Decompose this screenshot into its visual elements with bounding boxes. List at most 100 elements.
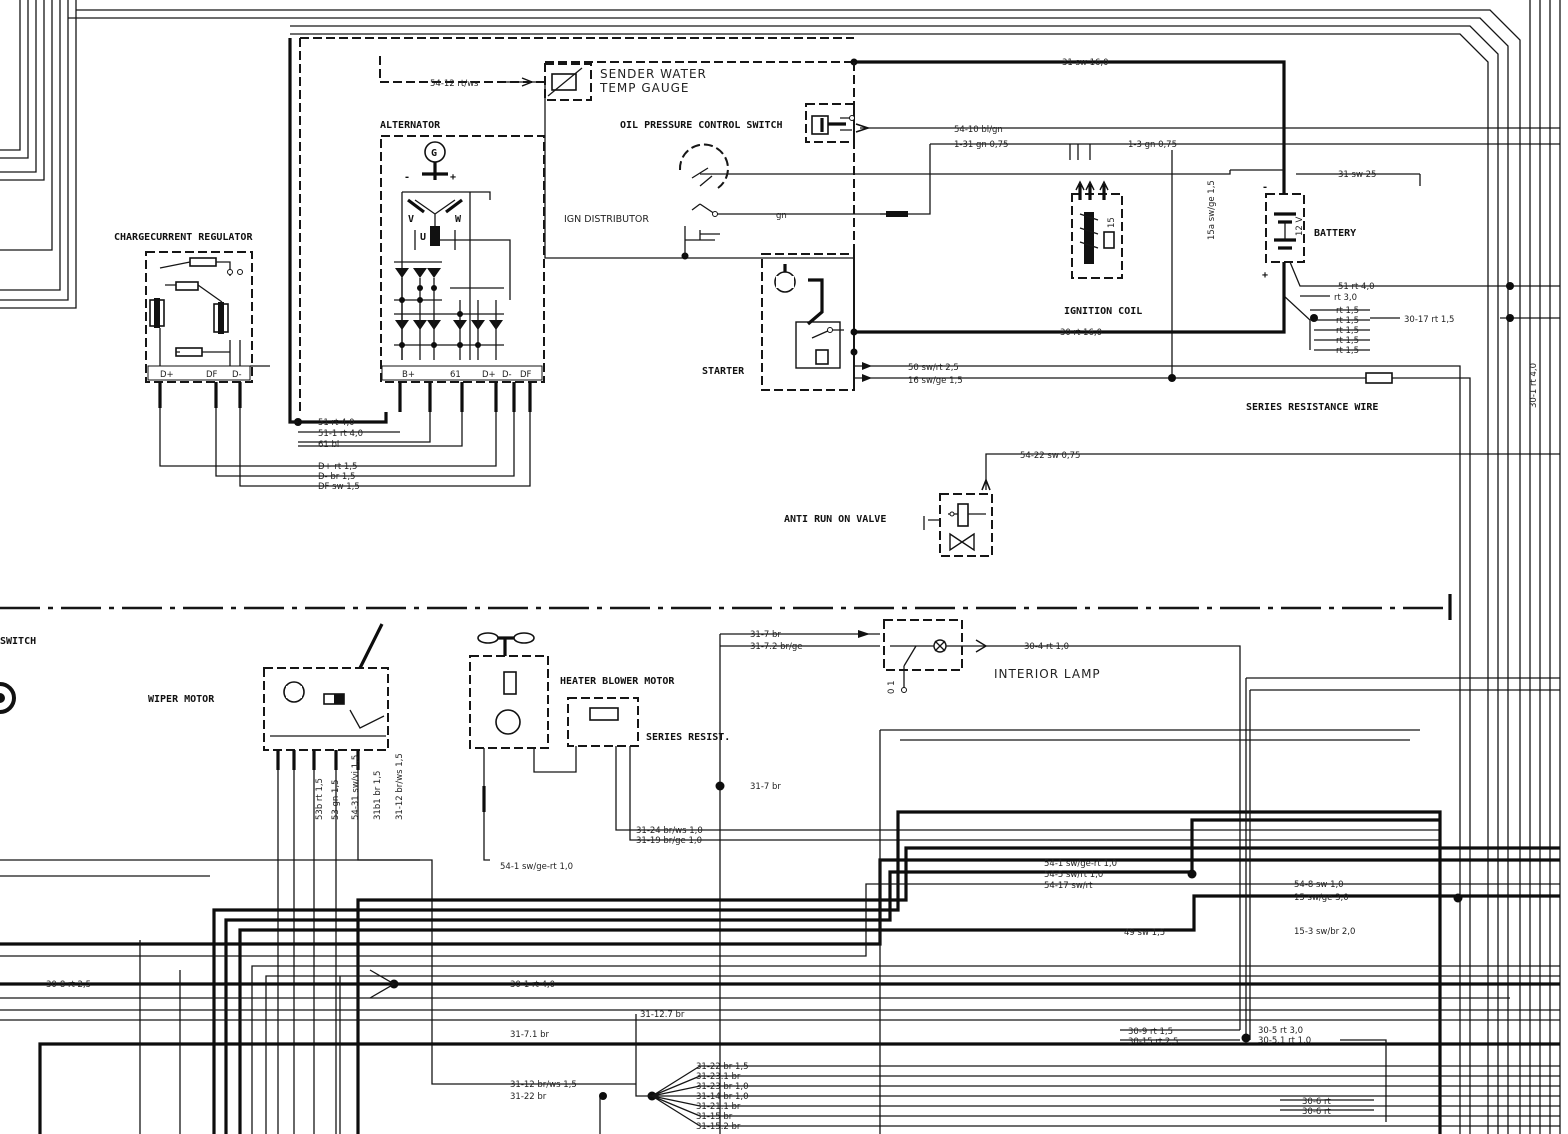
svg-text:0 1: 0 1: [887, 680, 897, 694]
svg-text:31-12 br/ws 1,5: 31-12 br/ws 1,5: [510, 1080, 577, 1090]
svg-text:DF: DF: [520, 370, 532, 380]
svg-text:53b rt 1,5: 53b rt 1,5: [315, 778, 325, 820]
svg-text:DF: DF: [206, 370, 218, 380]
svg-text:30-6 rt: 30-6 rt: [1302, 1097, 1331, 1107]
starter: [761, 253, 1471, 1134]
label-sender-2: TEMP GAUGE: [599, 81, 690, 95]
svg-text:61: 61: [450, 370, 461, 380]
svg-text:54-1 sw/ge-rt 1,0: 54-1 sw/ge-rt 1,0: [500, 862, 573, 872]
svg-text:rt 1,5: rt 1,5: [1336, 316, 1359, 326]
svg-text:30-5 rt 3,0: 30-5 rt 3,0: [1258, 1026, 1303, 1036]
svg-text:-: -: [1262, 182, 1268, 193]
label-series-resist: SERIES RESIST.: [646, 732, 730, 743]
svg-text:1-31 gn 0,75: 1-31 gn 0,75: [954, 140, 1008, 150]
svg-text:15-3 sw/br 2,0: 15-3 sw/br 2,0: [1294, 927, 1355, 937]
svg-text:51 rt 4,0: 51 rt 4,0: [318, 418, 355, 428]
svg-text:54-31 sw/vi 1,5: 54-31 sw/vi 1,5: [351, 755, 361, 820]
wiper-motor: [263, 623, 636, 1134]
svg-text:31 sw 16,0: 31 sw 16,0: [1062, 58, 1109, 68]
svg-text:rt 3,0: rt 3,0: [1334, 293, 1357, 303]
svg-text:-: -: [404, 172, 410, 183]
svg-text:51-1 rt 4,0: 51-1 rt 4,0: [318, 429, 363, 439]
svg-text:rt 1,5: rt 1,5: [1336, 346, 1359, 356]
svg-text:31b1 br 1,5: 31b1 br 1,5: [373, 771, 383, 820]
svg-text:54-1 sw/ge-rt 1,0: 54-1 sw/ge-rt 1,0: [1044, 859, 1117, 869]
label-anti-run-on: ANTI RUN ON VALVE: [784, 514, 886, 525]
ign-distributor: [678, 143, 908, 256]
label-battery: BATTERY: [1314, 228, 1356, 239]
svg-text:30 rt 16,0: 30 rt 16,0: [1060, 328, 1102, 338]
svg-text:30-4 rt 1,0: 30-4 rt 1,0: [1024, 642, 1069, 652]
svg-text:W: W: [455, 214, 462, 225]
top-wiring: [159, 37, 1560, 487]
svg-text:+: +: [450, 172, 456, 183]
svg-text:30-15 rt 2,5: 30-15 rt 2,5: [1128, 1037, 1178, 1047]
oil-pressure-control-switch: [805, 103, 871, 143]
svg-text:DF sw 1,5: DF sw 1,5: [318, 482, 360, 492]
svg-text:B+: B+: [402, 370, 415, 380]
sender-water-temp-gauge: [500, 63, 592, 101]
label-sender-1: SENDER WATER: [600, 67, 707, 81]
svg-text:30-17 rt 1,5: 30-17 rt 1,5: [1404, 315, 1454, 325]
label-interior-lamp: INTERIOR LAMP: [994, 667, 1101, 681]
svg-text:31-7 br: 31-7 br: [750, 782, 781, 792]
svg-text:15 sw/ge 3,0: 15 sw/ge 3,0: [1294, 893, 1349, 903]
svg-text:50 sw/rt 2,5: 50 sw/rt 2,5: [908, 363, 959, 373]
svg-text:V: V: [408, 214, 414, 225]
interior-lamp: [715, 619, 1241, 1134]
svg-text:31-24 br/ws 1,0: 31-24 br/ws 1,0: [636, 826, 703, 836]
svg-text:D+: D+: [160, 370, 174, 380]
svg-text:54-10 bl/gn: 54-10 bl/gn: [954, 125, 1003, 135]
label-switch: SWITCH: [0, 636, 36, 647]
svg-text:31-22 br 1,5: 31-22 br 1,5: [696, 1062, 749, 1072]
svg-text:54-17 sw/rt: 54-17 sw/rt: [1044, 881, 1093, 891]
svg-text:31-21.1 br: 31-21.1 br: [696, 1102, 741, 1112]
switch-partial: [0, 682, 16, 714]
svg-text:D+ rt 1,5: D+ rt 1,5: [318, 462, 357, 472]
svg-text:51 rt 4,0: 51 rt 4,0: [1338, 282, 1375, 292]
svg-text:15a sw/ge 1,5: 15a sw/ge 1,5: [1207, 180, 1217, 240]
label-distributor: IGN DISTRIBUTOR: [564, 214, 649, 225]
svg-text:gn: gn: [776, 211, 787, 221]
label-ignition-coil: IGNITION COIL: [1064, 306, 1142, 317]
svg-text:31 sw 25: 31 sw 25: [1338, 170, 1376, 180]
anti-run-on-valve: [923, 453, 1560, 557]
svg-text:31-15.2 br: 31-15.2 br: [696, 1122, 741, 1132]
svg-text:30-1 rt 4,0: 30-1 rt 4,0: [1529, 363, 1539, 408]
label-starter: STARTER: [702, 366, 745, 377]
svg-text:1-3 gn 0,75: 1-3 gn 0,75: [1128, 140, 1177, 150]
svg-text:31-23.1 br: 31-23.1 br: [696, 1072, 741, 1082]
svg-text:30-1 rt 4,0: 30-1 rt 4,0: [510, 980, 555, 990]
svg-text:53 gn 1,5: 53 gn 1,5: [331, 779, 341, 820]
alternator: [380, 135, 545, 412]
label-regulator: CHARGECURRENT REGULATOR: [114, 232, 253, 243]
svg-text:15: 15: [1107, 217, 1117, 228]
svg-text:30-8 rt 2,5: 30-8 rt 2,5: [46, 980, 91, 990]
svg-text:30-9 rt 1,5: 30-9 rt 1,5: [1128, 1027, 1173, 1037]
svg-text:16 sw/ge 1,5: 16 sw/ge 1,5: [908, 376, 963, 386]
bottom-bus: [0, 677, 1560, 1134]
svg-text:rt 1,5: rt 1,5: [1336, 306, 1359, 316]
heater-blower-motor: [469, 632, 712, 861]
svg-text:31-15 br: 31-15 br: [696, 1112, 733, 1122]
label-alternator: ALTERNATOR: [380, 120, 441, 131]
svg-text:54-12 rt/ws: 54-12 rt/ws: [430, 79, 479, 89]
svg-text:+: +: [1262, 270, 1268, 281]
svg-text:31-14 br 1,0: 31-14 br 1,0: [696, 1092, 749, 1102]
svg-text:rt 1,5: rt 1,5: [1336, 336, 1359, 346]
svg-text:31-7 br: 31-7 br: [750, 630, 781, 640]
svg-text:31-22 br: 31-22 br: [510, 1092, 547, 1102]
label-series-resistance: SERIES RESISTANCE WIRE: [1246, 402, 1378, 413]
svg-text:54-5 sw/rt 1,0: 54-5 sw/rt 1,0: [1044, 870, 1103, 880]
svg-text:61 bl: 61 bl: [318, 440, 339, 450]
label-wiper-motor: WIPER MOTOR: [148, 694, 215, 705]
svg-text:30-5.1 rt 1,0: 30-5.1 rt 1,0: [1258, 1036, 1311, 1046]
ignition-coil: [1071, 180, 1123, 279]
svg-text:49 sw 1,5: 49 sw 1,5: [1124, 928, 1165, 938]
svg-text:D-: D-: [502, 370, 512, 380]
svg-text:rt 1,5: rt 1,5: [1336, 326, 1359, 336]
svg-text:D-: D-: [232, 370, 242, 380]
labels: SENDER WATER TEMP GAUGE OIL PRESSURE CON…: [0, 58, 1539, 1132]
charge-current-regulator: [145, 251, 270, 408]
